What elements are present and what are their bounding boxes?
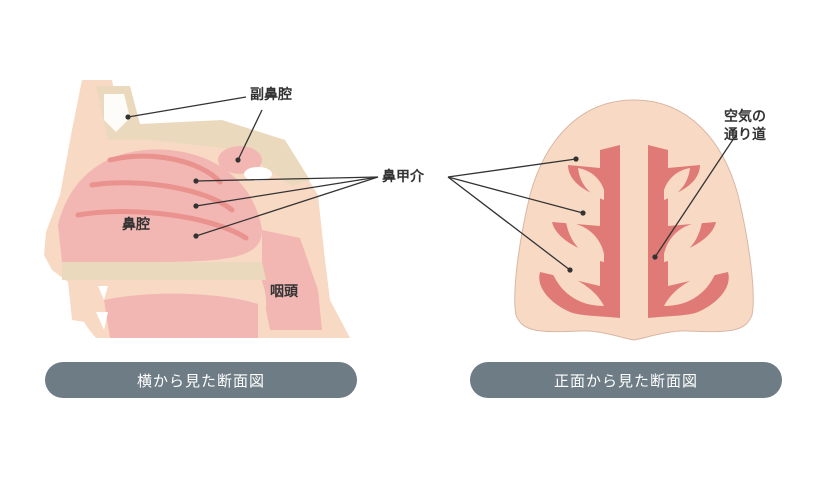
label-turbinate: 鼻甲介	[382, 169, 424, 185]
label-airway: 空気の 通り道	[724, 109, 766, 144]
label-airway-line2: 通り道	[724, 126, 766, 143]
label-nasal-cavity: 鼻腔	[122, 217, 150, 233]
leader-dot-front-2	[580, 210, 586, 216]
leader-dot-turbinate-3	[193, 233, 199, 239]
leader-turbinate-2	[195, 176, 379, 207]
caption-front-view: 正面から見た断面図	[470, 362, 782, 398]
leader-airway	[654, 134, 737, 258]
turbinate-fold-lower	[75, 209, 249, 241]
front-outline	[514, 99, 754, 341]
pharynx-region	[262, 230, 322, 330]
front-view-leader-lines	[447, 134, 737, 273]
leader-dot-airway	[652, 254, 658, 260]
label-sinus: 副鼻腔	[250, 87, 292, 103]
palate-band	[62, 262, 266, 280]
leader-front-turbinate-1	[447, 158, 577, 178]
leader-turbinate-3	[195, 176, 379, 237]
leader-dot-sinus-1	[125, 114, 131, 120]
tooth-upper	[98, 286, 108, 300]
turbinate-right-middle	[664, 222, 702, 262]
turbinate-fold-upper	[107, 153, 223, 185]
leader-front-turbinate-3	[447, 176, 571, 271]
leader-sinus-1	[127, 96, 247, 118]
label-pharynx: 咽頭	[270, 284, 298, 300]
leader-front-turbinate-2	[447, 176, 584, 214]
leader-dot-front-3	[567, 267, 573, 273]
caption-side-view: 横から見た断面図	[45, 362, 357, 398]
side-view-leader-lines	[125, 96, 379, 239]
leader-dot-turbinate-1	[193, 178, 199, 184]
side-view-illustration	[44, 80, 350, 338]
sphenoid-inner	[244, 167, 272, 181]
tooth-lower	[96, 312, 108, 330]
front-view-illustration	[514, 99, 754, 341]
leader-turbinate-1	[195, 176, 379, 182]
leader-dot-turbinate-2	[193, 203, 199, 209]
leader-dot-front-1	[573, 156, 579, 162]
turbinate-left-upper	[578, 168, 604, 200]
turbinate-left-middle	[566, 222, 604, 262]
turbinate-right-lower	[664, 272, 716, 306]
turbinate-right-upper	[664, 168, 690, 200]
sinus-pocket	[104, 94, 130, 132]
turbinate-fold-middle	[89, 180, 235, 213]
label-airway-line1: 空気の	[724, 109, 766, 125]
tongue	[104, 293, 258, 338]
nasal-cavity-area	[58, 149, 262, 262]
turbinate-left-lower	[552, 272, 604, 306]
leader-sinus-2	[237, 109, 263, 161]
leader-dot-sinus-2	[235, 157, 241, 163]
